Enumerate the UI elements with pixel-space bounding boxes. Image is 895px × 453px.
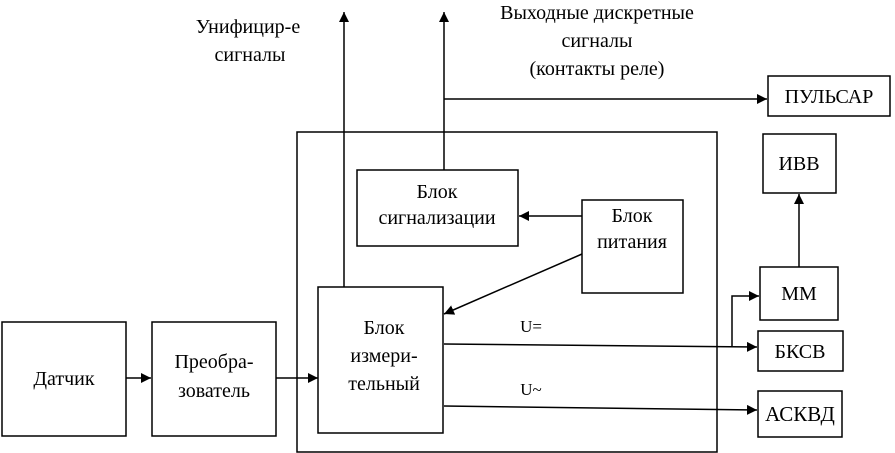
sensor-label: Датчик xyxy=(33,368,95,390)
block-sensor: Датчик xyxy=(1,321,127,437)
block-measuring: Блок измери- тельный xyxy=(317,286,444,434)
bksv-branch-to-mm-arrow xyxy=(731,291,759,346)
power-label-line2: питания xyxy=(597,231,667,253)
unified-signals-label-line2: сигналы xyxy=(215,44,286,66)
block-signaling: Блок сигнализации xyxy=(356,169,519,247)
power-to-measuring-arrow xyxy=(443,253,583,315)
mm-label: ММ xyxy=(781,283,817,305)
block-askvd: АСКВД xyxy=(757,390,843,438)
signaling-label-line2: сигнализации xyxy=(378,207,495,229)
block-bksv: БКСВ xyxy=(757,330,844,372)
signaling-label-line1: Блок xyxy=(417,181,458,203)
block-power: Блок питания xyxy=(581,199,684,294)
ac-to-askvd-arrow xyxy=(443,404,758,415)
dc-to-bksv-arrow xyxy=(443,341,758,352)
converter-label-line1: Преобра- xyxy=(174,351,253,373)
measuring-label-line2: измери- xyxy=(350,345,417,367)
converter-label-line2: зователь xyxy=(178,380,250,402)
block-ivv: ИВВ xyxy=(762,133,837,194)
block-converter: Преобра- зователь xyxy=(151,321,277,437)
connections xyxy=(126,12,804,415)
block-mm: ММ xyxy=(759,266,839,321)
ac-voltage-label: U~ xyxy=(520,380,541,399)
measuring-label-line3: тельный xyxy=(348,373,420,395)
discrete-signals-label-line3: (контакты реле) xyxy=(530,58,665,80)
measuring-label-line1: Блок xyxy=(364,317,405,339)
ivv-label: ИВВ xyxy=(778,153,819,175)
discrete-signals-label-line1: Выходные дискретные xyxy=(500,2,694,24)
device-frame xyxy=(296,131,718,453)
dc-voltage-label: U= xyxy=(520,317,542,336)
power-label-line1: Блок xyxy=(612,205,653,227)
block-pulsar: ПУЛЬСАР xyxy=(767,75,891,117)
pulsar-label: ПУЛЬСАР xyxy=(785,86,874,108)
discrete-signals-label-line2: сигналы xyxy=(562,30,633,52)
unified-signals-label-line1: Унифицир-е xyxy=(196,16,301,38)
bksv-label: БКСВ xyxy=(774,341,825,363)
askvd-label: АСКВД xyxy=(765,402,835,426)
